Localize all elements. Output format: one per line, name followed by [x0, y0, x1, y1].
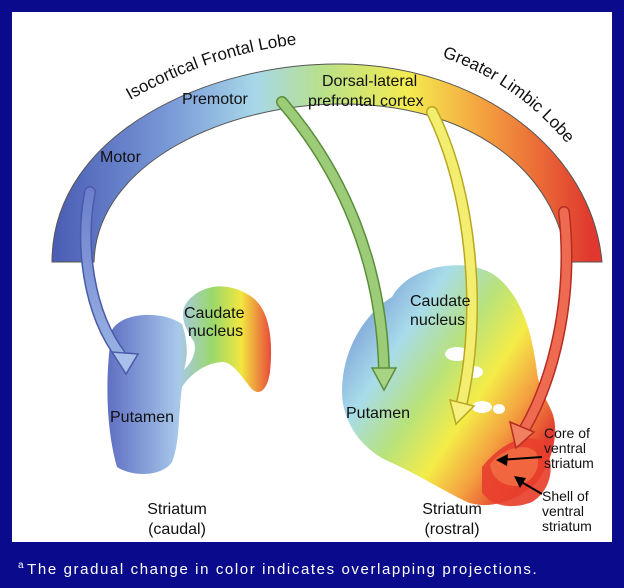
label-shell-3: striatum	[542, 518, 592, 534]
premotor-projection-arrow	[282, 102, 396, 390]
label-caudate-left-2: nucleus	[188, 323, 243, 340]
label-premotor: Premotor	[182, 91, 248, 108]
label-caudate-right-1: Caudate	[410, 293, 471, 310]
caption-marker: a	[18, 560, 25, 571]
label-core-2: ventral	[544, 440, 586, 456]
label-caudate-right-2: nucleus	[410, 312, 465, 329]
label-core-1: Core of	[544, 425, 590, 441]
title-striatum-caudal-2: (caudal)	[148, 521, 206, 538]
title-striatum-rostral-2: (rostral)	[424, 521, 479, 538]
striatum-hole	[493, 404, 505, 414]
label-putamen-left: Putamen	[110, 409, 174, 426]
figure-panel: Isocortical Frontal Lobe Greater Limbic …	[12, 12, 612, 542]
striatum-hole	[472, 401, 492, 413]
title-striatum-rostral-1: Striatum	[422, 501, 482, 518]
label-shell-1: Shell of	[542, 488, 589, 504]
label-dlpfc-line1: Dorsal-lateral	[322, 73, 417, 90]
title-striatum-caudal-1: Striatum	[147, 501, 207, 518]
label-shell-2: ventral	[542, 503, 584, 519]
caption-text: The gradual change in color indicates ov…	[27, 561, 538, 578]
striatum-projection-diagram: Isocortical Frontal Lobe Greater Limbic …	[12, 12, 612, 542]
label-motor: Motor	[100, 149, 142, 166]
label-core-3: striatum	[544, 455, 594, 471]
label-caudate-left-1: Caudate	[184, 305, 245, 322]
label-putamen-right: Putamen	[346, 405, 410, 422]
label-dlpfc-line2: prefrontal cortex	[308, 93, 424, 110]
